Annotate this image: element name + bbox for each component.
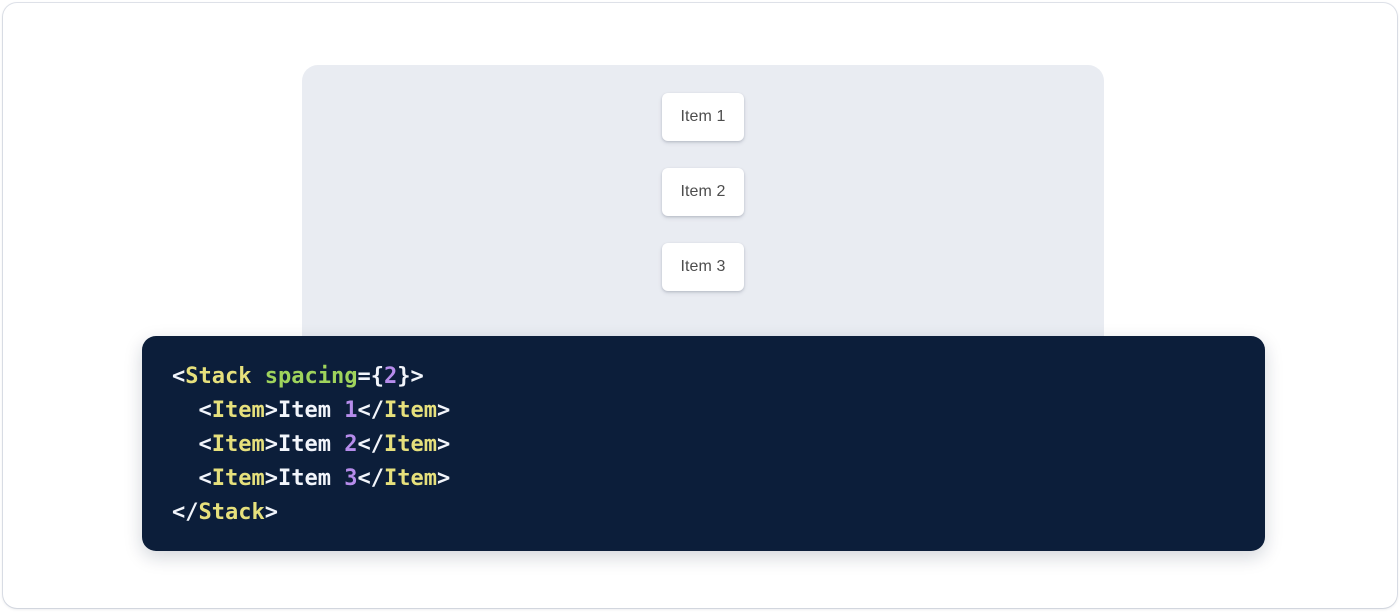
code-line: </Stack> (172, 496, 1235, 530)
code-token-tag: Item (211, 432, 265, 457)
code-token-punct: > (436, 466, 451, 491)
code-token-punct: </ (357, 398, 384, 423)
code-token-punct: > (264, 500, 278, 525)
code-token-tag: Item (383, 398, 437, 423)
code-token-punct: > (264, 466, 278, 491)
code-token-tag: Item (383, 466, 437, 491)
code-token-text: Item (277, 432, 345, 457)
code-line: <Stack spacing={2}> (172, 360, 1235, 394)
code-line: <Item>Item 2</Item> (172, 428, 1235, 462)
code-token-punct: </ (357, 432, 384, 457)
page-frame: Item 1 Item 2 Item 3 <Stack spacing={2}>… (3, 3, 1397, 608)
code-token-punct: > (436, 432, 451, 457)
code-token-punct: > (436, 398, 451, 423)
code-token-punct: < (198, 398, 212, 423)
code-token-punct: ={ (357, 364, 384, 389)
code-token-text (251, 364, 264, 389)
code-token-punct: </ (357, 466, 384, 491)
code-token-text (172, 432, 199, 457)
code-line: <Item>Item 1</Item> (172, 394, 1235, 428)
code-token-num: 2 (344, 432, 358, 457)
code-token-punct: </ (172, 500, 199, 525)
code-token-punct: > (264, 398, 278, 423)
code-block: <Stack spacing={2}> <Item>Item 1</Item> … (172, 360, 1235, 530)
code-snippet-panel[interactable]: <Stack spacing={2}> <Item>Item 1</Item> … (142, 336, 1265, 551)
stack-item[interactable]: Item 2 (662, 168, 744, 216)
component-preview-panel: Item 1 Item 2 Item 3 (302, 65, 1104, 355)
stack-item[interactable]: Item 1 (662, 93, 744, 141)
code-token-num: 3 (344, 466, 358, 491)
code-token-punct: < (198, 466, 212, 491)
code-token-attr: spacing (264, 364, 358, 389)
code-token-text (172, 466, 199, 491)
code-token-num: 1 (344, 398, 358, 423)
stack-container: Item 1 Item 2 Item 3 (662, 93, 744, 291)
code-token-punct: > (264, 432, 278, 457)
code-token-tag: Item (383, 432, 437, 457)
code-token-text: Item (277, 466, 345, 491)
code-token-text: Item (277, 398, 345, 423)
stack-item[interactable]: Item 3 (662, 243, 744, 291)
code-token-tag: Item (211, 398, 265, 423)
code-token-punct: < (172, 364, 186, 389)
code-token-tag: Stack (185, 364, 252, 389)
code-token-text (172, 398, 199, 423)
code-line: <Item>Item 3</Item> (172, 462, 1235, 496)
code-token-punct: }> (397, 364, 424, 389)
code-token-tag: Item (211, 466, 265, 491)
code-token-punct: < (198, 432, 212, 457)
code-token-num: 2 (383, 364, 398, 389)
code-token-tag: Stack (198, 500, 265, 525)
